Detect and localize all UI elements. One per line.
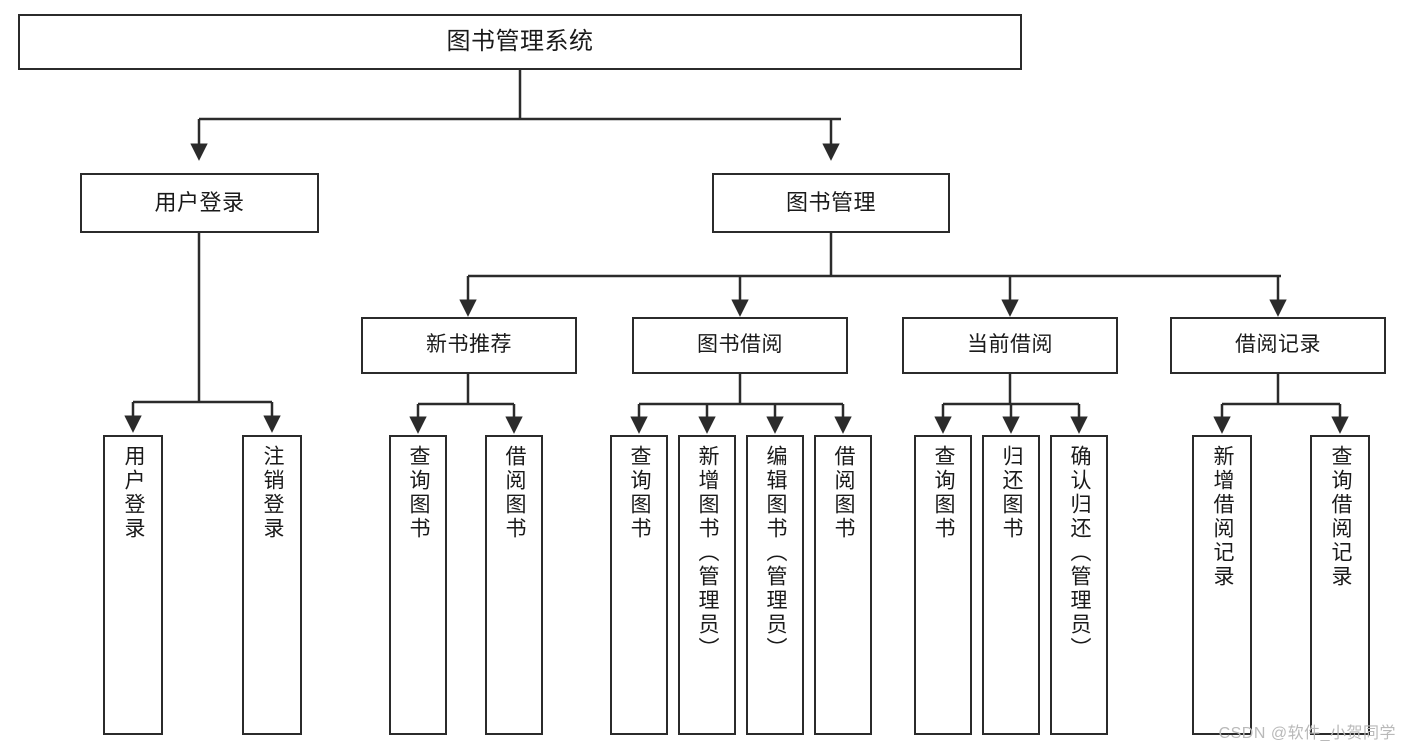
- node-label: 新增图书（管理员）: [696, 445, 720, 661]
- node-label: 新增借阅记录: [1211, 445, 1235, 589]
- node-label: 确认归还（管理员）: [1068, 445, 1092, 661]
- leaf-book-borrow-edit[interactable]: 编辑图书（管理员）: [746, 435, 804, 735]
- leaf-new-book-borrow[interactable]: 借阅图书: [485, 435, 543, 735]
- leaf-borrow-record-query[interactable]: 查询借阅记录: [1310, 435, 1370, 735]
- node-label: 图书管理: [785, 189, 876, 215]
- leaf-current-borrow-query[interactable]: 查询图书: [914, 435, 972, 735]
- node-label: 注销登录: [261, 445, 285, 541]
- node-label: 归还图书: [1000, 445, 1024, 541]
- node-label: 查询图书: [628, 445, 652, 541]
- leaf-book-borrow-borrow[interactable]: 借阅图书: [814, 435, 872, 735]
- node-user-login[interactable]: 用户登录: [80, 173, 319, 233]
- watermark-text: CSDN @软件_小贺同学: [1218, 725, 1396, 742]
- leaf-user-login-login[interactable]: 用户登录: [103, 435, 163, 735]
- node-label: 查询图书: [407, 445, 431, 541]
- node-label: 用户登录: [154, 189, 245, 215]
- node-current-borrow[interactable]: 当前借阅: [902, 317, 1118, 374]
- leaf-borrow-record-add[interactable]: 新增借阅记录: [1192, 435, 1252, 735]
- node-label: 查询借阅记录: [1329, 445, 1353, 589]
- leaf-current-borrow-confirm-return[interactable]: 确认归还（管理员）: [1050, 435, 1108, 735]
- node-label: 新书推荐: [426, 333, 512, 357]
- leaf-book-borrow-query[interactable]: 查询图书: [610, 435, 668, 735]
- node-label: 查询图书: [932, 445, 956, 541]
- node-label: 当前借阅: [967, 333, 1053, 357]
- node-label: 图书管理系统: [446, 27, 594, 55]
- node-root-system[interactable]: 图书管理系统: [18, 14, 1022, 70]
- leaf-current-borrow-return[interactable]: 归还图书: [982, 435, 1040, 735]
- node-label: 图书借阅: [697, 333, 783, 357]
- node-label: 编辑图书（管理员）: [764, 445, 788, 661]
- node-new-book-recommend[interactable]: 新书推荐: [361, 317, 577, 374]
- leaf-book-borrow-add[interactable]: 新增图书（管理员）: [678, 435, 736, 735]
- node-book-borrow[interactable]: 图书借阅: [632, 317, 848, 374]
- leaf-new-book-query[interactable]: 查询图书: [389, 435, 447, 735]
- node-book-management[interactable]: 图书管理: [712, 173, 950, 233]
- node-label: 借阅记录: [1235, 333, 1321, 357]
- node-borrow-record[interactable]: 借阅记录: [1170, 317, 1386, 374]
- node-label: 借阅图书: [503, 445, 527, 541]
- node-label: 借阅图书: [832, 445, 856, 541]
- leaf-user-login-logout[interactable]: 注销登录: [242, 435, 302, 735]
- node-label: 用户登录: [122, 445, 146, 541]
